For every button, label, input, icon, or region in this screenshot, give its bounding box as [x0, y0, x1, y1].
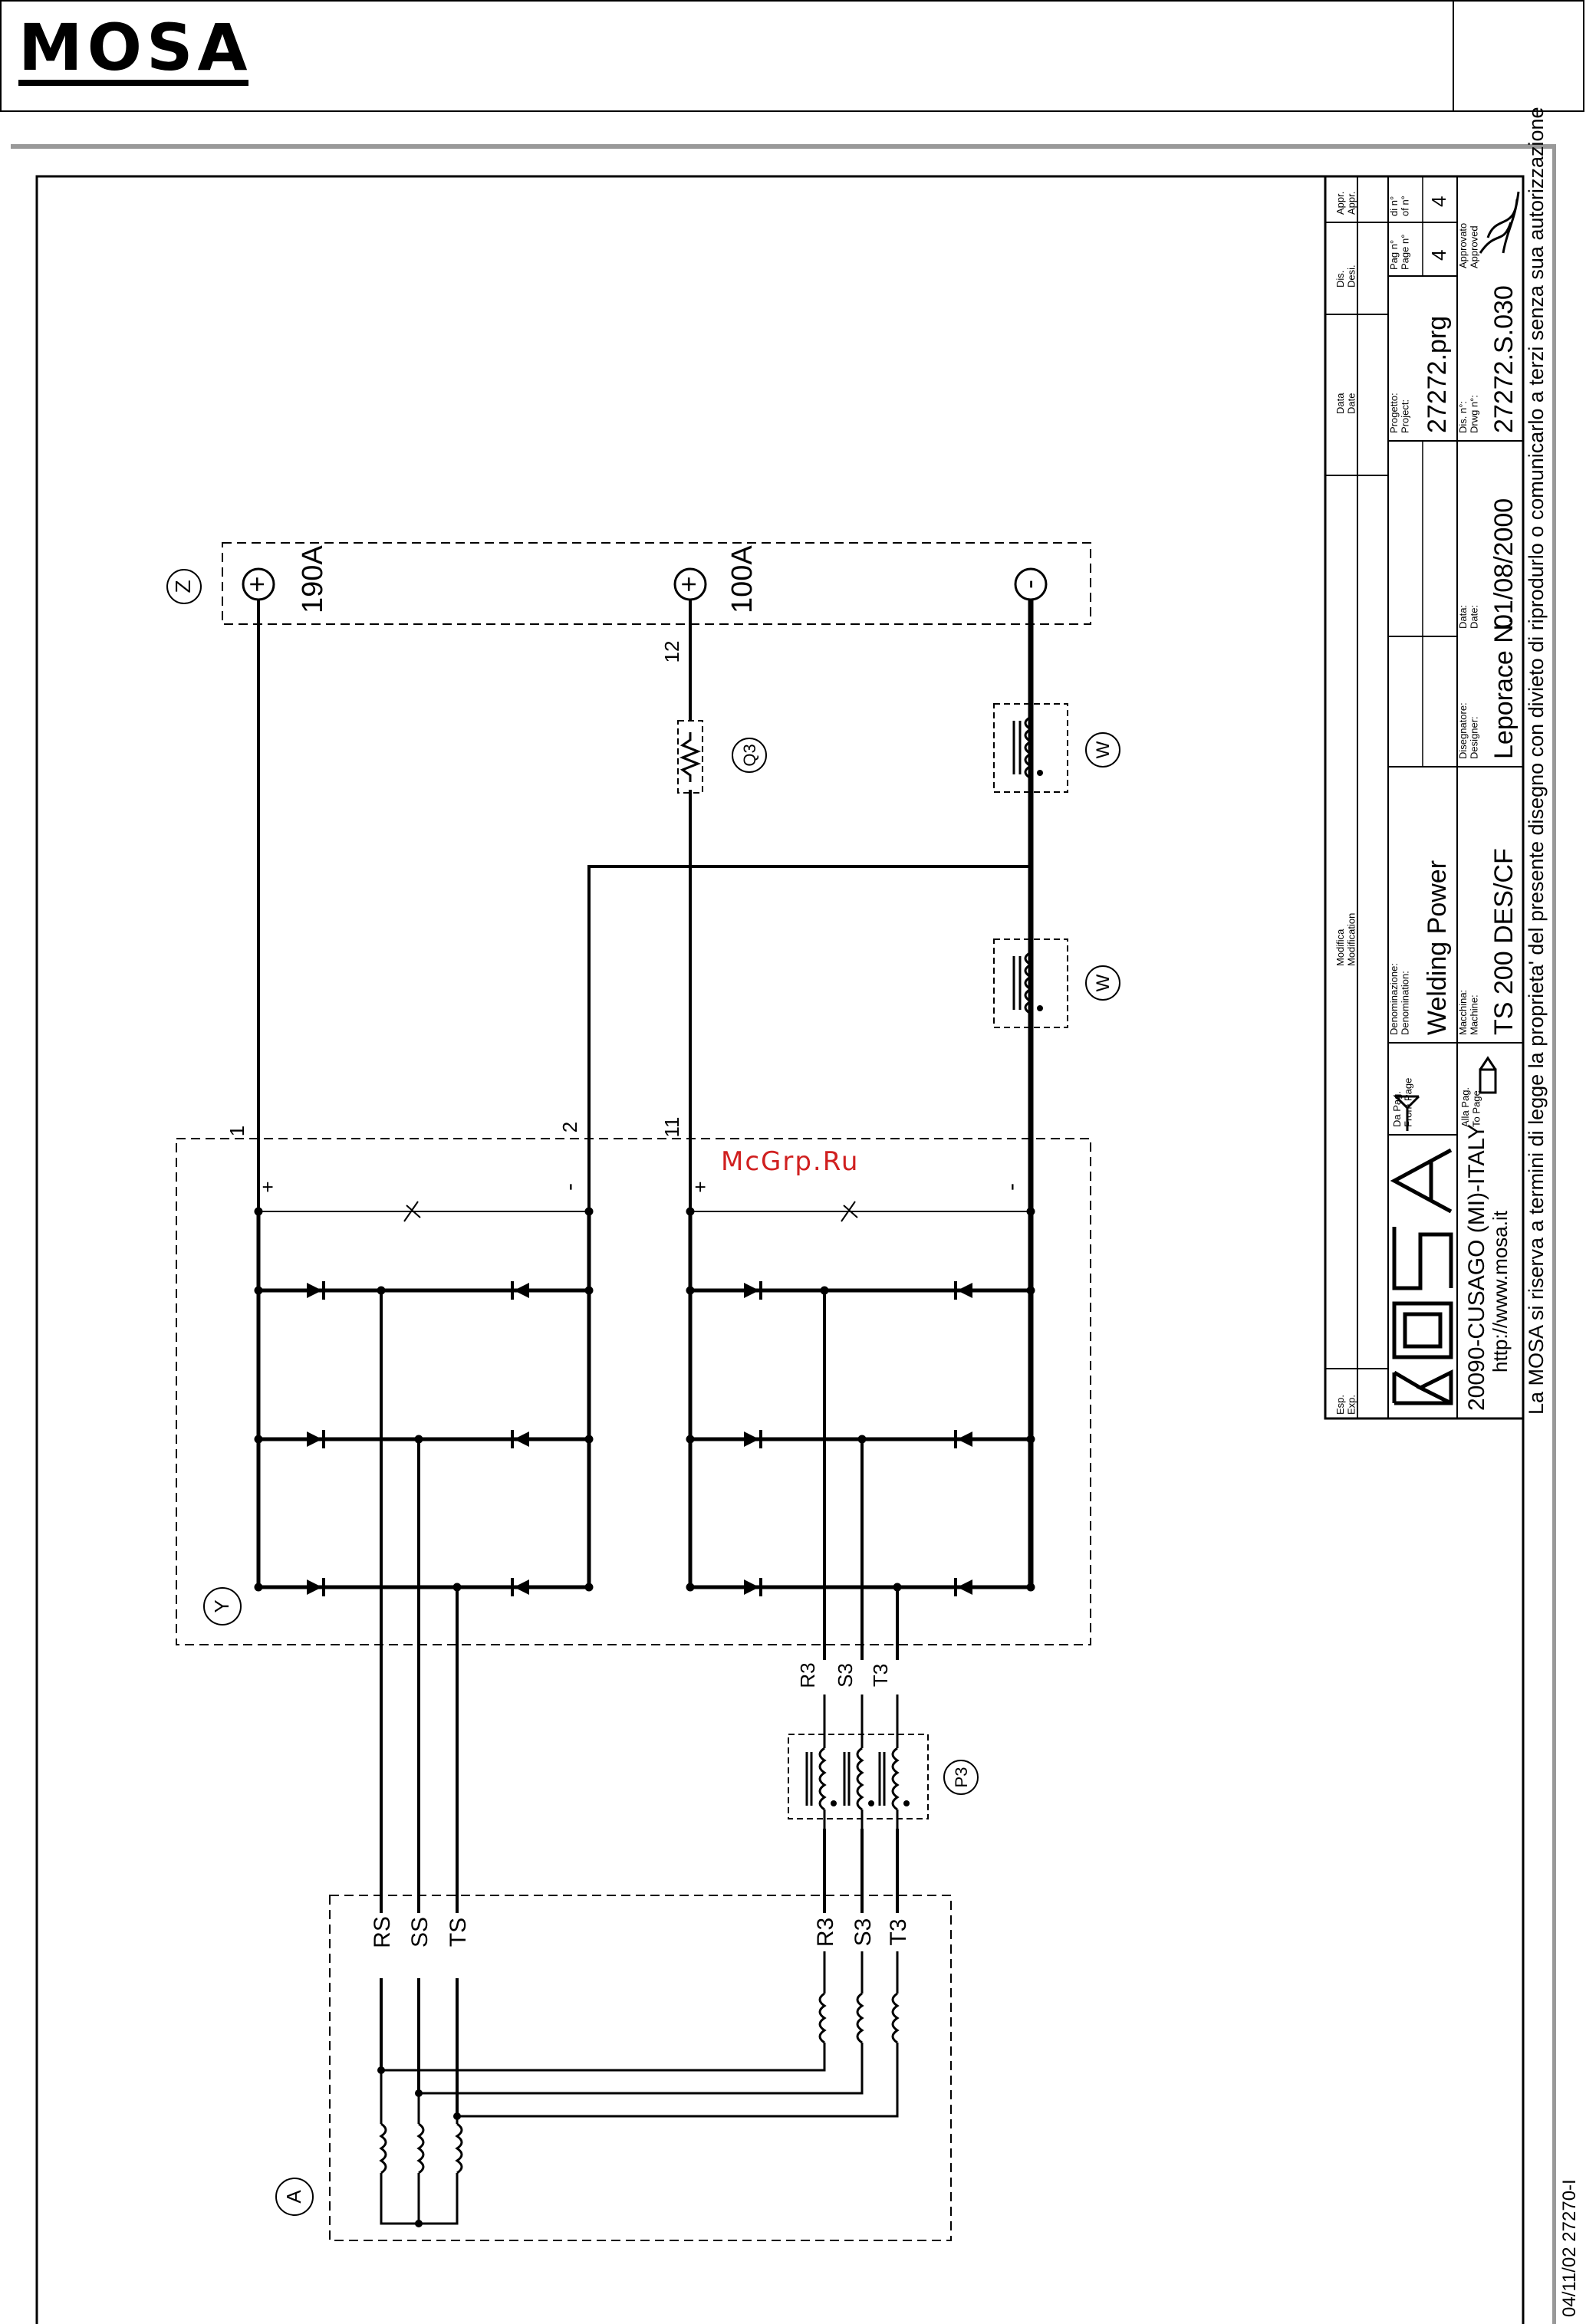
- svg-text:T3: T3: [886, 1918, 911, 1945]
- shunt-q3: Q3: [677, 720, 767, 794]
- svg-text:W: W: [1093, 974, 1114, 991]
- approval-signature: [1479, 191, 1520, 254]
- svg-text:Y: Y: [210, 1599, 233, 1612]
- bridge-2-plus: +: [689, 1181, 712, 1192]
- tb-di-label: di n°of n°: [1388, 196, 1410, 216]
- generator-aux-windings: [381, 1951, 900, 2118]
- top-rule: [11, 144, 1555, 149]
- svg-text:R3: R3: [813, 1918, 838, 1947]
- generator-main-windings: [379, 2070, 463, 2225]
- svg-text:+: +: [241, 576, 272, 592]
- tb-company-url: http://www.mosa.it: [1489, 1210, 1512, 1372]
- header-separator: [1453, 2, 1454, 110]
- wire-number-1: 1: [225, 1126, 248, 1136]
- tb-company-address: 20090-CUSAGO (MI)-ITALY: [1464, 1124, 1489, 1411]
- tb-data-label: Data:Date:: [1457, 605, 1479, 629]
- page-header: MOSA: [0, 0, 1584, 112]
- wire-number-11: 11: [660, 1117, 683, 1138]
- label-z: Z: [166, 569, 202, 604]
- rectifier-bridge-1: [254, 1201, 594, 1592]
- tb-denominazione-label: Denominazione:Denomination:: [1388, 963, 1410, 1035]
- bridge-1-minus: -: [557, 1183, 582, 1191]
- to-page-arrow: [1479, 1056, 1497, 1094]
- title-block: Esp.Exp. ModificaModification DataDate D…: [1324, 107, 1548, 1420]
- svg-text:TS: TS: [446, 1918, 471, 1947]
- svg-text:P3: P3: [952, 1767, 971, 1788]
- svg-text:SS: SS: [407, 1917, 433, 1948]
- wire-number-12: 12: [660, 641, 683, 663]
- label-y: Y: [203, 1587, 242, 1625]
- tb-alla-pag: Alla Pag.To Page: [1459, 1087, 1482, 1127]
- bridge-2-minus: -: [999, 1183, 1024, 1191]
- tb-esp: Esp.Exp.: [1334, 1395, 1357, 1415]
- tb-disegnatore-label: Disegnatore:Designer:: [1457, 702, 1479, 759]
- tb-macchina-value: TS 200 DES/CF: [1489, 848, 1519, 1035]
- tb-progetto-label: Progetto:Project:: [1388, 393, 1410, 433]
- tb-progetto-value: 27272.prg: [1423, 316, 1452, 433]
- svg-text:W: W: [1093, 741, 1114, 758]
- generator-junctions: [377, 2066, 461, 2227]
- tb-macchina-label: Macchina:Machine:: [1457, 990, 1479, 1035]
- mosa-logo: MOSA: [18, 10, 252, 86]
- wire-number-2: 2: [558, 1122, 581, 1132]
- bridge-2-diodes: [744, 1281, 972, 1596]
- output-terminal-box: [222, 542, 1091, 625]
- watermark-text: McGrp.Ru: [721, 1146, 860, 1177]
- terminal-pos-190a: +: [241, 567, 275, 601]
- wire-2: [587, 865, 1031, 1587]
- tb-di-value: 4: [1427, 196, 1450, 207]
- from-page-arrow: [1393, 1095, 1420, 1131]
- bridge-1-diodes: [307, 1281, 529, 1596]
- inductor-w-upper: W: [993, 703, 1120, 793]
- tb-pag-label: Pag n°Page n°: [1388, 235, 1410, 270]
- tb-disegnatore-value: Leporace N.: [1489, 617, 1519, 759]
- label-100a: 100A: [726, 545, 758, 613]
- label-a: A: [275, 2178, 314, 2216]
- phase-wires-main: [380, 1290, 459, 2116]
- bridge-aux-phase-labels: R3 S3 T3: [796, 1662, 892, 1688]
- tb-modifica: ModificaModification: [1334, 913, 1357, 966]
- tb-appr: Appr.Appr.: [1334, 192, 1357, 215]
- svg-text:A: A: [282, 2190, 305, 2204]
- terminal-pos-100a: +: [673, 567, 707, 601]
- transformer-p3: P3: [788, 1695, 979, 1829]
- title-block-logo: [1390, 1148, 1453, 1405]
- tb-dis-n-value: 27272.S.030: [1489, 285, 1519, 433]
- rectifier-box-y: [176, 1138, 1091, 1645]
- tb-data: DataDate: [1334, 393, 1357, 414]
- logo-text: MOSA: [18, 10, 252, 85]
- tb-approvato-label: ApprovatoApproved: [1457, 223, 1479, 268]
- svg-text:Z: Z: [171, 580, 195, 593]
- svg-text:S3: S3: [851, 1918, 876, 1947]
- logo-underline: [18, 80, 248, 86]
- tb-data-value: 01/08/2000: [1489, 498, 1519, 629]
- inductor-w-lower: W: [993, 938, 1120, 1028]
- footer-code: 04/11/02 27270-I: [1559, 2179, 1580, 2317]
- svg-text:Q3: Q3: [740, 744, 759, 766]
- svg-text:S3: S3: [834, 1663, 857, 1688]
- svg-text:+: +: [673, 576, 704, 592]
- svg-text:T3: T3: [869, 1664, 892, 1687]
- tb-denominazione-value: Welding Power: [1423, 860, 1452, 1035]
- generator-box-a: [329, 1895, 952, 2241]
- terminal-neg: -: [1013, 567, 1048, 601]
- tb-copyright: La MOSA si riserva a termini di legge la…: [1525, 107, 1548, 1415]
- bridge-1-plus: +: [256, 1181, 279, 1192]
- tb-dis: Dis.Desi.: [1334, 265, 1357, 288]
- svg-text:R3: R3: [796, 1662, 819, 1688]
- phase-wires-aux: [823, 1290, 899, 1913]
- side-rule: [1552, 144, 1556, 2324]
- svg-text:-: -: [1013, 580, 1045, 589]
- svg-text:RS: RS: [370, 1916, 395, 1948]
- label-190a: 190A: [297, 545, 329, 613]
- tb-pag-value: 4: [1427, 250, 1450, 261]
- generator-phase-labels: RS SS TS R3 S3 T3: [370, 1916, 911, 1948]
- tb-dis-n-label: Dis. n°:Drwg n°:: [1457, 395, 1479, 433]
